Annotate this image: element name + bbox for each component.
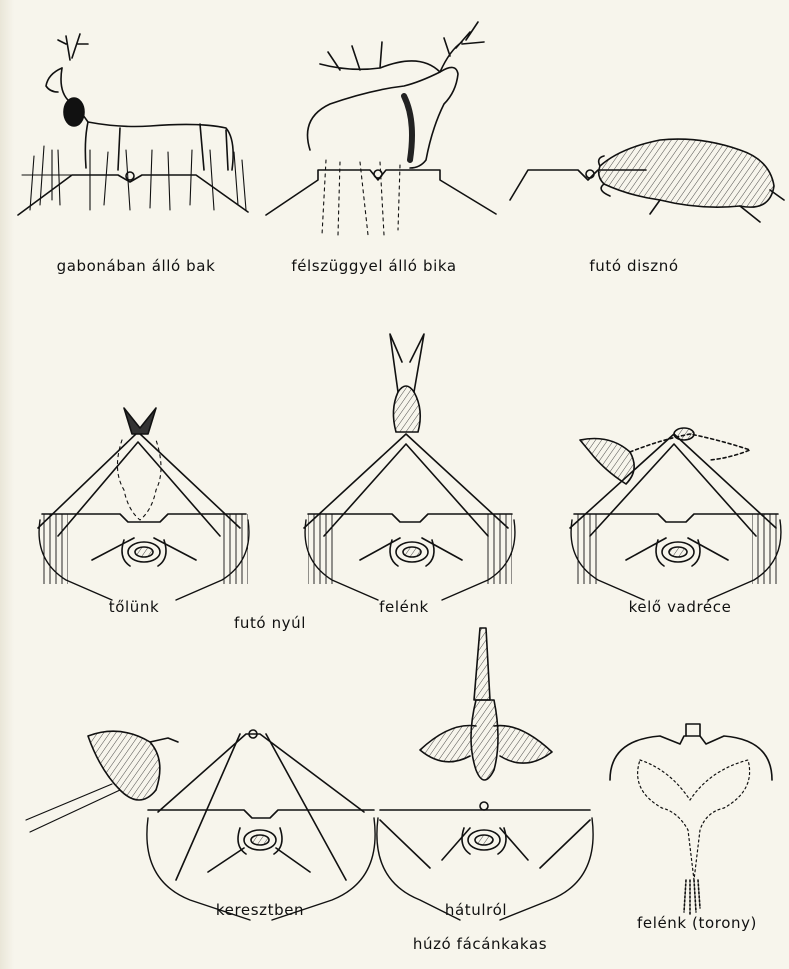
pheasant-crossing-label: keresztben [216,901,304,919]
red-deer-stag-figure [266,22,496,235]
roe-buck-label: gabonában álló bak [57,257,216,275]
hare-toward-label: felénk [379,598,429,616]
sight-pheasant-behind-figure [377,628,593,920]
sight-pheasant-crossing-figure [26,730,375,920]
sight-hare-toward-figure [304,334,515,600]
pheasant-tower-label: felénk (torony) [637,914,757,932]
sight-hare-away-figure [38,408,249,600]
boar-label: futó disznó [589,257,678,275]
hare-caption: futó nyúl [234,614,306,632]
pheasant-behind-label: hátulról [445,901,507,919]
roe-buck-in-grain-figure [18,34,248,215]
running-boar-figure [510,139,784,222]
duck-label: kelő vadréce [629,598,732,616]
stag-label: félszüggyel álló bika [291,257,456,275]
pheasant-caption: húzó fácánkakas [413,935,547,953]
sight-pheasant-tower-figure [608,724,772,914]
sight-duck-rising-figure [570,428,781,600]
hare-away-label: tőlünk [109,598,160,616]
